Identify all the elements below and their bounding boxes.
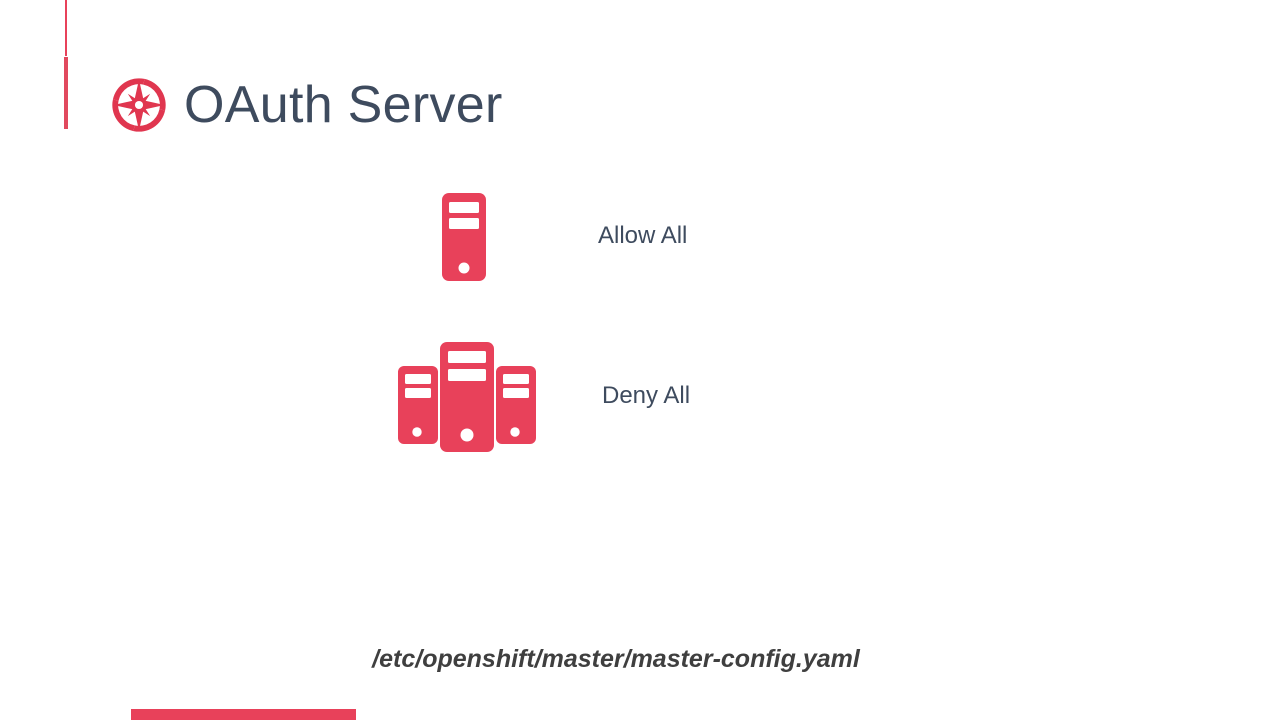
option-row-allow-all: Allow All xyxy=(396,186,816,286)
page-title: OAuth Server xyxy=(184,76,503,134)
footer-accent-bar xyxy=(131,709,356,720)
option-label-deny-all: Deny All xyxy=(602,382,691,409)
accent-rule-top xyxy=(65,0,67,56)
slide-header: OAuth Server xyxy=(110,66,503,144)
accent-rule-bottom xyxy=(64,57,68,129)
option-label-allow-all: Allow All xyxy=(598,222,688,249)
compass-rose-icon xyxy=(110,76,168,134)
server-cluster-icon xyxy=(396,336,538,456)
server-tower-icon xyxy=(396,187,538,285)
config-file-path: /etc/openshift/master/master-config.yaml xyxy=(372,645,860,673)
option-row-deny-all: Deny All xyxy=(396,336,816,456)
